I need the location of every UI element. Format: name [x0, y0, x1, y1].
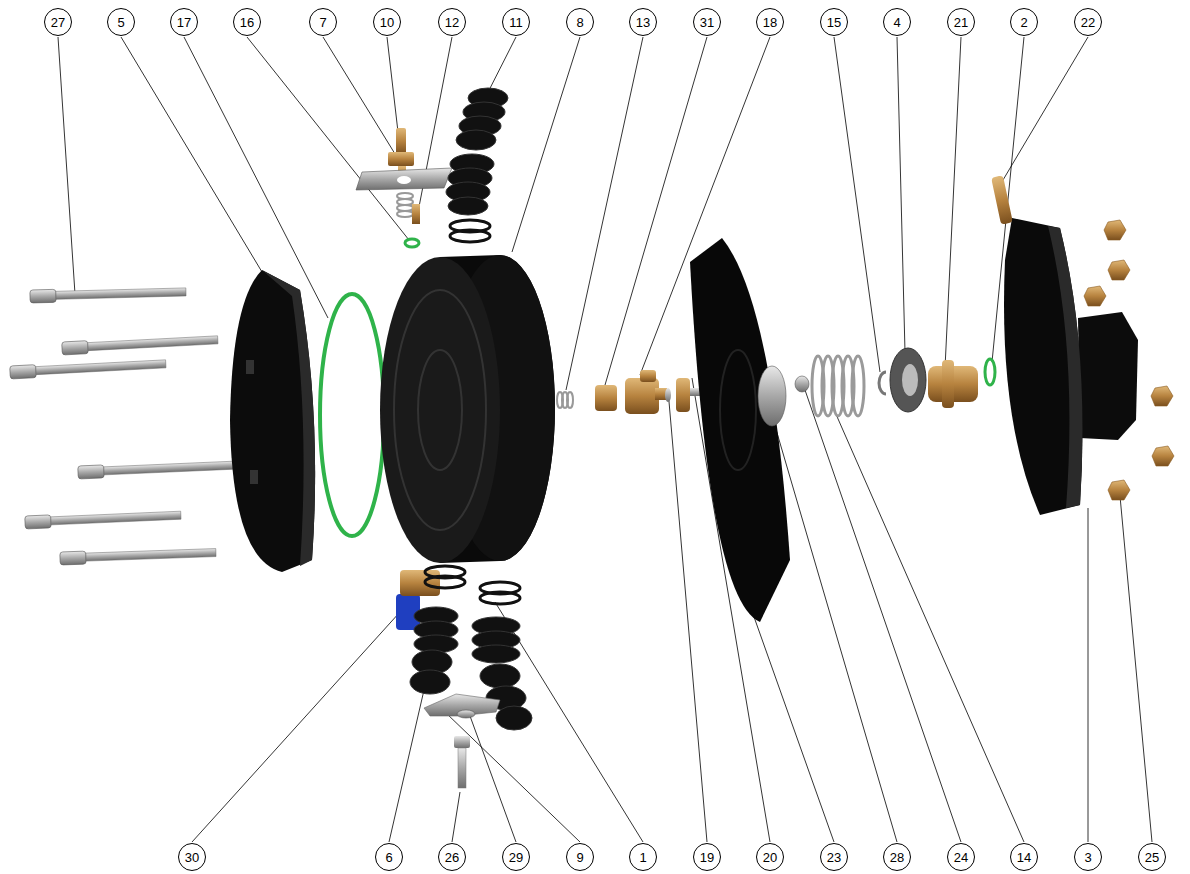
callout-number: 11	[509, 16, 523, 29]
callout-number: 26	[445, 851, 459, 864]
callout-circle: 26	[438, 843, 466, 871]
callout-circle: 21	[947, 8, 975, 36]
callout-number: 8	[576, 16, 583, 29]
callout-circle: 28	[883, 843, 911, 871]
callout-circle: 3	[1074, 843, 1102, 871]
callout-number: 3	[1084, 851, 1091, 864]
callout-number: 18	[763, 16, 777, 29]
callout-number: 20	[763, 851, 777, 864]
diaphragm	[690, 238, 790, 622]
callout-number: 4	[893, 16, 900, 29]
callout-circle: 29	[502, 843, 530, 871]
callout-circle: 15	[820, 8, 848, 36]
callout-number: 30	[185, 851, 199, 864]
callout-circle: 18	[756, 8, 784, 36]
callout-circle: 23	[820, 843, 848, 871]
leader-lines	[58, 37, 1152, 842]
callout-number: 28	[890, 851, 904, 864]
callout-number: 7	[319, 16, 326, 29]
callout-number: 1	[639, 851, 646, 864]
callout-number: 29	[509, 851, 523, 864]
cover	[991, 175, 1174, 515]
callout-circle: 17	[170, 8, 198, 36]
callout-circle: 25	[1138, 843, 1166, 871]
callout-circle: 30	[178, 843, 206, 871]
top-fittings	[356, 88, 508, 247]
callout-circle: 1	[629, 843, 657, 871]
callout-number: 23	[827, 851, 841, 864]
housing-body	[380, 255, 555, 563]
callout-circle: 22	[1074, 8, 1102, 36]
callout-circle: 24	[947, 843, 975, 871]
callout-circle: 9	[566, 843, 594, 871]
bottom-fittings	[396, 566, 532, 788]
callout-number: 17	[177, 16, 191, 29]
callout-circle: 14	[1010, 843, 1038, 871]
callout-circle: 31	[693, 8, 721, 36]
callout-circle: 16	[233, 8, 261, 36]
callout-number: 9	[576, 851, 583, 864]
bolts	[10, 286, 234, 565]
callout-circle: 10	[373, 8, 401, 36]
callout-number: 2	[1020, 16, 1027, 29]
end-plate	[230, 270, 315, 572]
callout-number: 21	[954, 16, 968, 29]
callout-circle: 19	[693, 843, 721, 871]
callout-number: 5	[117, 16, 124, 29]
callout-circle: 27	[44, 8, 72, 36]
callout-number: 13	[636, 16, 650, 29]
callout-circle: 7	[309, 8, 337, 36]
o-ring	[320, 294, 384, 536]
callout-circle: 4	[883, 8, 911, 36]
callout-number: 16	[240, 16, 254, 29]
callout-circle: 12	[438, 8, 466, 36]
callout-number: 15	[827, 16, 841, 29]
callout-circle: 11	[502, 8, 530, 36]
callout-circle: 20	[756, 843, 784, 871]
callout-number: 10	[380, 16, 394, 29]
callout-circle: 8	[566, 8, 594, 36]
spring	[812, 356, 864, 416]
callout-number: 31	[700, 16, 714, 29]
callout-number: 19	[700, 851, 714, 864]
callout-circle: 5	[107, 8, 135, 36]
callout-number: 14	[1017, 851, 1031, 864]
callout-circle: 13	[629, 8, 657, 36]
callout-number: 22	[1081, 16, 1095, 29]
callout-number: 24	[954, 851, 968, 864]
callout-number: 25	[1145, 851, 1159, 864]
callout-number: 12	[445, 16, 459, 29]
callout-circle: 2	[1010, 8, 1038, 36]
callout-number: 27	[51, 16, 65, 29]
callout-number: 6	[385, 851, 392, 864]
disc	[758, 366, 786, 426]
callout-circle: 6	[375, 843, 403, 871]
